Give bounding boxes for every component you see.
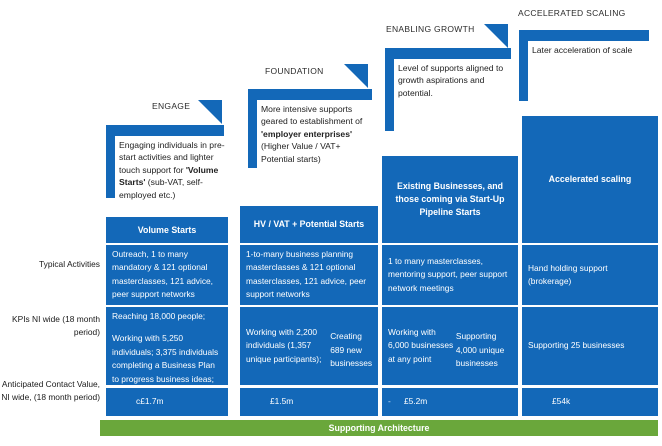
stage-title-engage: ENGAGE — [152, 101, 191, 111]
row-label-anticipated-value: Anticipated Contact Value, NI wide, (18 … — [1, 379, 100, 402]
value-text-volume-starts: c£1.7m — [136, 396, 164, 407]
callout-enabling-growth-left-bar — [385, 48, 394, 131]
cell-value-volume-starts: c£1.7m — [106, 388, 228, 416]
callout-engage-left-bar — [106, 125, 115, 198]
cell-typical-existing-businesses: 1 to many masterclasses, mentoring suppo… — [382, 245, 518, 305]
callout-engage-top-bar — [106, 125, 224, 136]
callout-foundation-left-bar — [248, 89, 257, 168]
callout-accelerated-scaling-top-bar — [519, 30, 649, 41]
callout-engage-text: Engaging individuals in pre-start activi… — [119, 140, 225, 200]
callout-foundation: More intensive supports geared to establ… — [248, 89, 372, 175]
cell-value-accelerated-scaling: £54k — [522, 388, 658, 416]
cell-kpi-accelerated-scaling: Supporting 25 businesses — [522, 307, 658, 385]
cell-value-existing-businesses: - £5.2m — [382, 388, 518, 416]
callout-engage: Engaging individuals in pre-start activi… — [106, 125, 225, 205]
callout-enabling-growth-top-bar — [385, 48, 511, 59]
stage-title-enabling-growth: ENABLING GROWTH — [386, 24, 475, 34]
value-text-hv-vat-potential: £1.5m — [270, 396, 294, 407]
cell-kpi-existing-businesses: Working with 6,000 businesses at any poi… — [382, 307, 518, 385]
value-text-accelerated-scaling: £54k — [552, 396, 571, 407]
group-header-existing-businesses: Existing Businesses, and those coming vi… — [382, 156, 518, 243]
stage-title-foundation: FOUNDATION — [265, 66, 324, 76]
arrow-triangle-engage — [198, 100, 222, 124]
group-header-hv-vat-potential: HV / VAT + Potential Starts — [240, 206, 378, 243]
callout-foundation-text: More intensive supports geared to establ… — [261, 104, 363, 164]
cell-typical-volume-starts: Outreach, 1 to many mandatory & 121 opti… — [106, 245, 228, 305]
callout-enabling-growth-text: Level of supports aligned to growth aspi… — [398, 63, 504, 98]
value-dash-existing-businesses: - — [388, 396, 391, 407]
cell-kpi-hv-vat-potential: Working with 2,200 individuals (1,357 un… — [240, 307, 378, 385]
callout-accelerated-scaling: Later acceleration of scale — [519, 30, 649, 108]
arrow-triangle-enabling-growth — [484, 24, 508, 48]
stage-title-accelerated-scaling: ACCELERATED SCALING — [518, 8, 626, 18]
callout-accelerated-scaling-left-bar — [519, 30, 528, 101]
row-label-kpis: KPIs NI wide (18 month period) — [12, 314, 100, 337]
group-header-volume-starts: Volume Starts — [106, 217, 228, 243]
callout-enabling-growth: Level of supports aligned to growth aspi… — [385, 48, 511, 138]
cell-typical-hv-vat-potential: 1-to-many business planning masterclasse… — [240, 245, 378, 305]
callout-accelerated-scaling-text: Later acceleration of scale — [532, 45, 633, 55]
cell-kpi-volume-starts: Reaching 18,000 people;Working with 5,25… — [106, 307, 228, 385]
value-text-existing-businesses: £5.2m — [404, 396, 428, 407]
cell-typical-accelerated-scaling: Hand holding support (brokerage) — [522, 245, 658, 305]
row-label-typical-activities: Typical Activities — [39, 259, 100, 269]
supporting-architecture-band: Supporting Architecture — [100, 420, 658, 436]
group-header-accelerated-scaling: Accelerated scaling — [522, 116, 658, 243]
cell-value-hv-vat-potential: £1.5m — [240, 388, 378, 416]
arrow-triangle-foundation — [344, 64, 368, 88]
callout-foundation-top-bar — [248, 89, 372, 100]
